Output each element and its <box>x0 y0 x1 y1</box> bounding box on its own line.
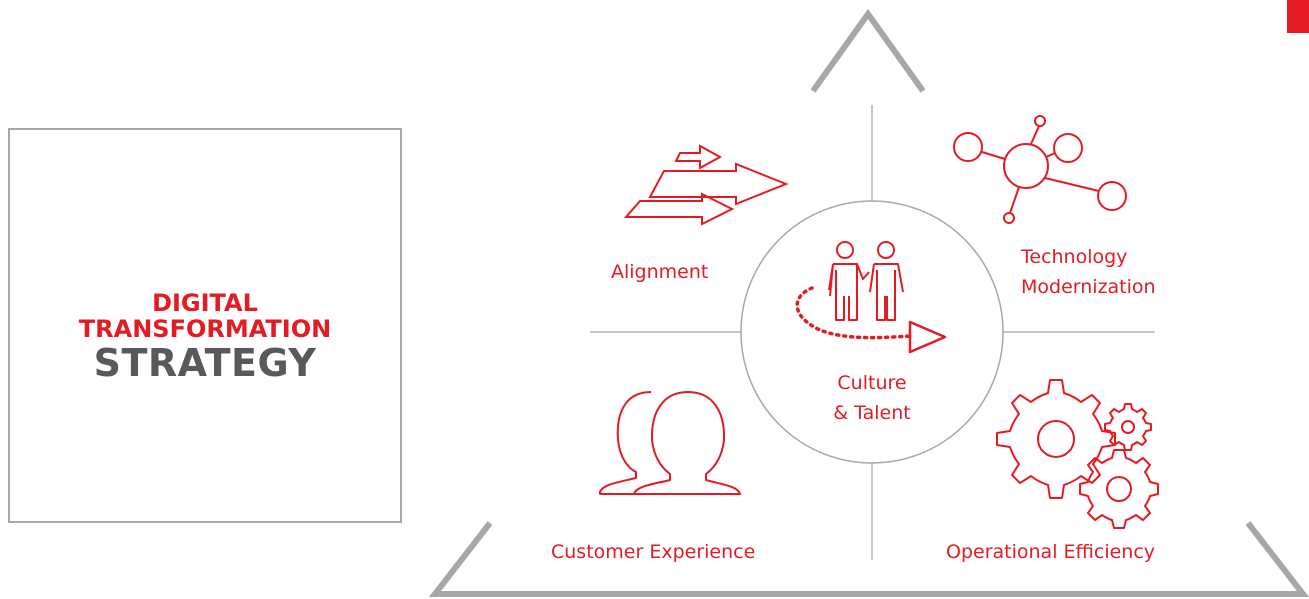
title-block: DIGITAL TRANSFORMATION STRATEGY <box>79 290 331 384</box>
label-customer-experience: Customer Experience <box>551 541 756 563</box>
arrow-large <box>648 162 789 206</box>
arrows-icon <box>623 144 789 226</box>
people-arrow-icon <box>795 241 947 354</box>
title-line-strategy: STRATEGY <box>93 340 317 385</box>
label-technology-line2: Modernization <box>1021 276 1156 298</box>
gears-icon <box>996 379 1159 529</box>
pyramid-base <box>428 521 1309 597</box>
label-operational-efficiency: Operational Efficiency <box>946 541 1156 563</box>
pyramid-apex <box>810 8 926 93</box>
corner-accent-block <box>1287 0 1309 33</box>
label-technology-line1: Technology <box>1021 246 1128 268</box>
network-hub-icon <box>953 115 1127 224</box>
arrow-small <box>674 144 723 170</box>
label-alignment: Alignment <box>611 261 709 283</box>
title-line-digital: DIGITAL <box>152 288 258 317</box>
title-line-transformation: TRANSFORMATION <box>78 314 332 343</box>
center-circle <box>740 200 1004 464</box>
title-box: DIGITAL TRANSFORMATION STRATEGY <box>8 128 402 523</box>
arrow-medium <box>623 192 735 226</box>
two-people-icon <box>599 391 741 495</box>
label-center-line2: & Talent <box>833 402 911 424</box>
label-center-line1: Culture <box>837 372 907 394</box>
